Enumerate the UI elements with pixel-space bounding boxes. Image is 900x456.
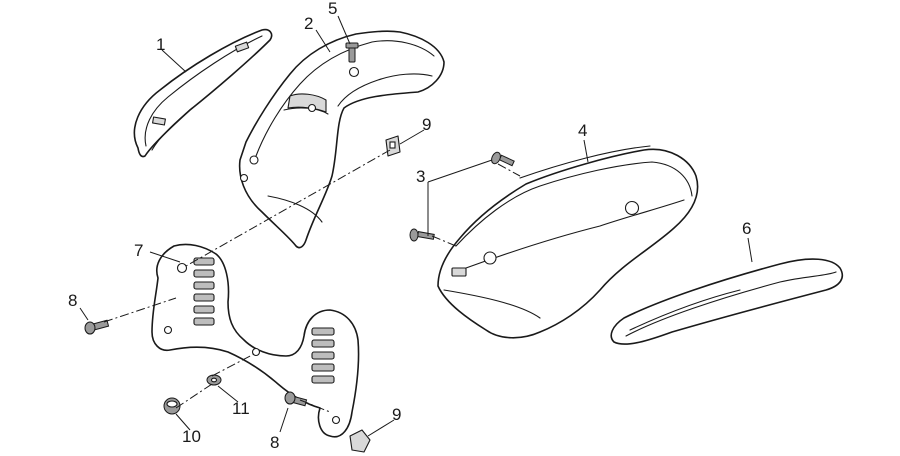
part-11-washer <box>206 374 222 386</box>
callout-8-lower: 8 <box>270 433 279 452</box>
part-9-clip-lower <box>349 429 371 453</box>
part-3-screws <box>409 151 515 242</box>
part-6-trim-strip <box>610 258 844 345</box>
assembly-lines <box>103 149 521 413</box>
part-8-screw-lower <box>284 391 308 407</box>
part-7-grille-bracket <box>151 243 360 438</box>
callout-11: 11 <box>232 399 250 418</box>
callout-4: 4 <box>578 121 587 140</box>
part-5-screw <box>345 42 359 63</box>
left-grille-vents <box>193 257 215 326</box>
callout-2: 2 <box>304 14 313 33</box>
part-8-screw-left <box>84 319 110 335</box>
callout-9-upper: 9 <box>422 115 431 134</box>
callout-5: 5 <box>328 0 337 18</box>
screw-lower <box>409 228 435 242</box>
leader-lines <box>79 15 753 437</box>
callout-3: 3 <box>416 167 425 186</box>
right-grille-vents <box>311 327 335 384</box>
callout-labels: 1 2 3 4 5 6 7 8 8 9 9 10 11 <box>68 0 751 452</box>
callout-7: 7 <box>134 241 143 260</box>
callout-9-lower: 9 <box>392 405 401 424</box>
callout-1: 1 <box>156 35 165 54</box>
callout-10: 10 <box>182 427 201 446</box>
part-1-trim-strip <box>133 28 273 158</box>
callout-6: 6 <box>742 219 751 238</box>
screw-upper <box>491 151 515 167</box>
part-2-side-panel <box>238 30 445 249</box>
part-4-side-fairing <box>437 145 699 339</box>
part-10-cap <box>163 397 181 415</box>
part-9-clip-upper <box>385 135 401 157</box>
callout-8-left: 8 <box>68 291 77 310</box>
